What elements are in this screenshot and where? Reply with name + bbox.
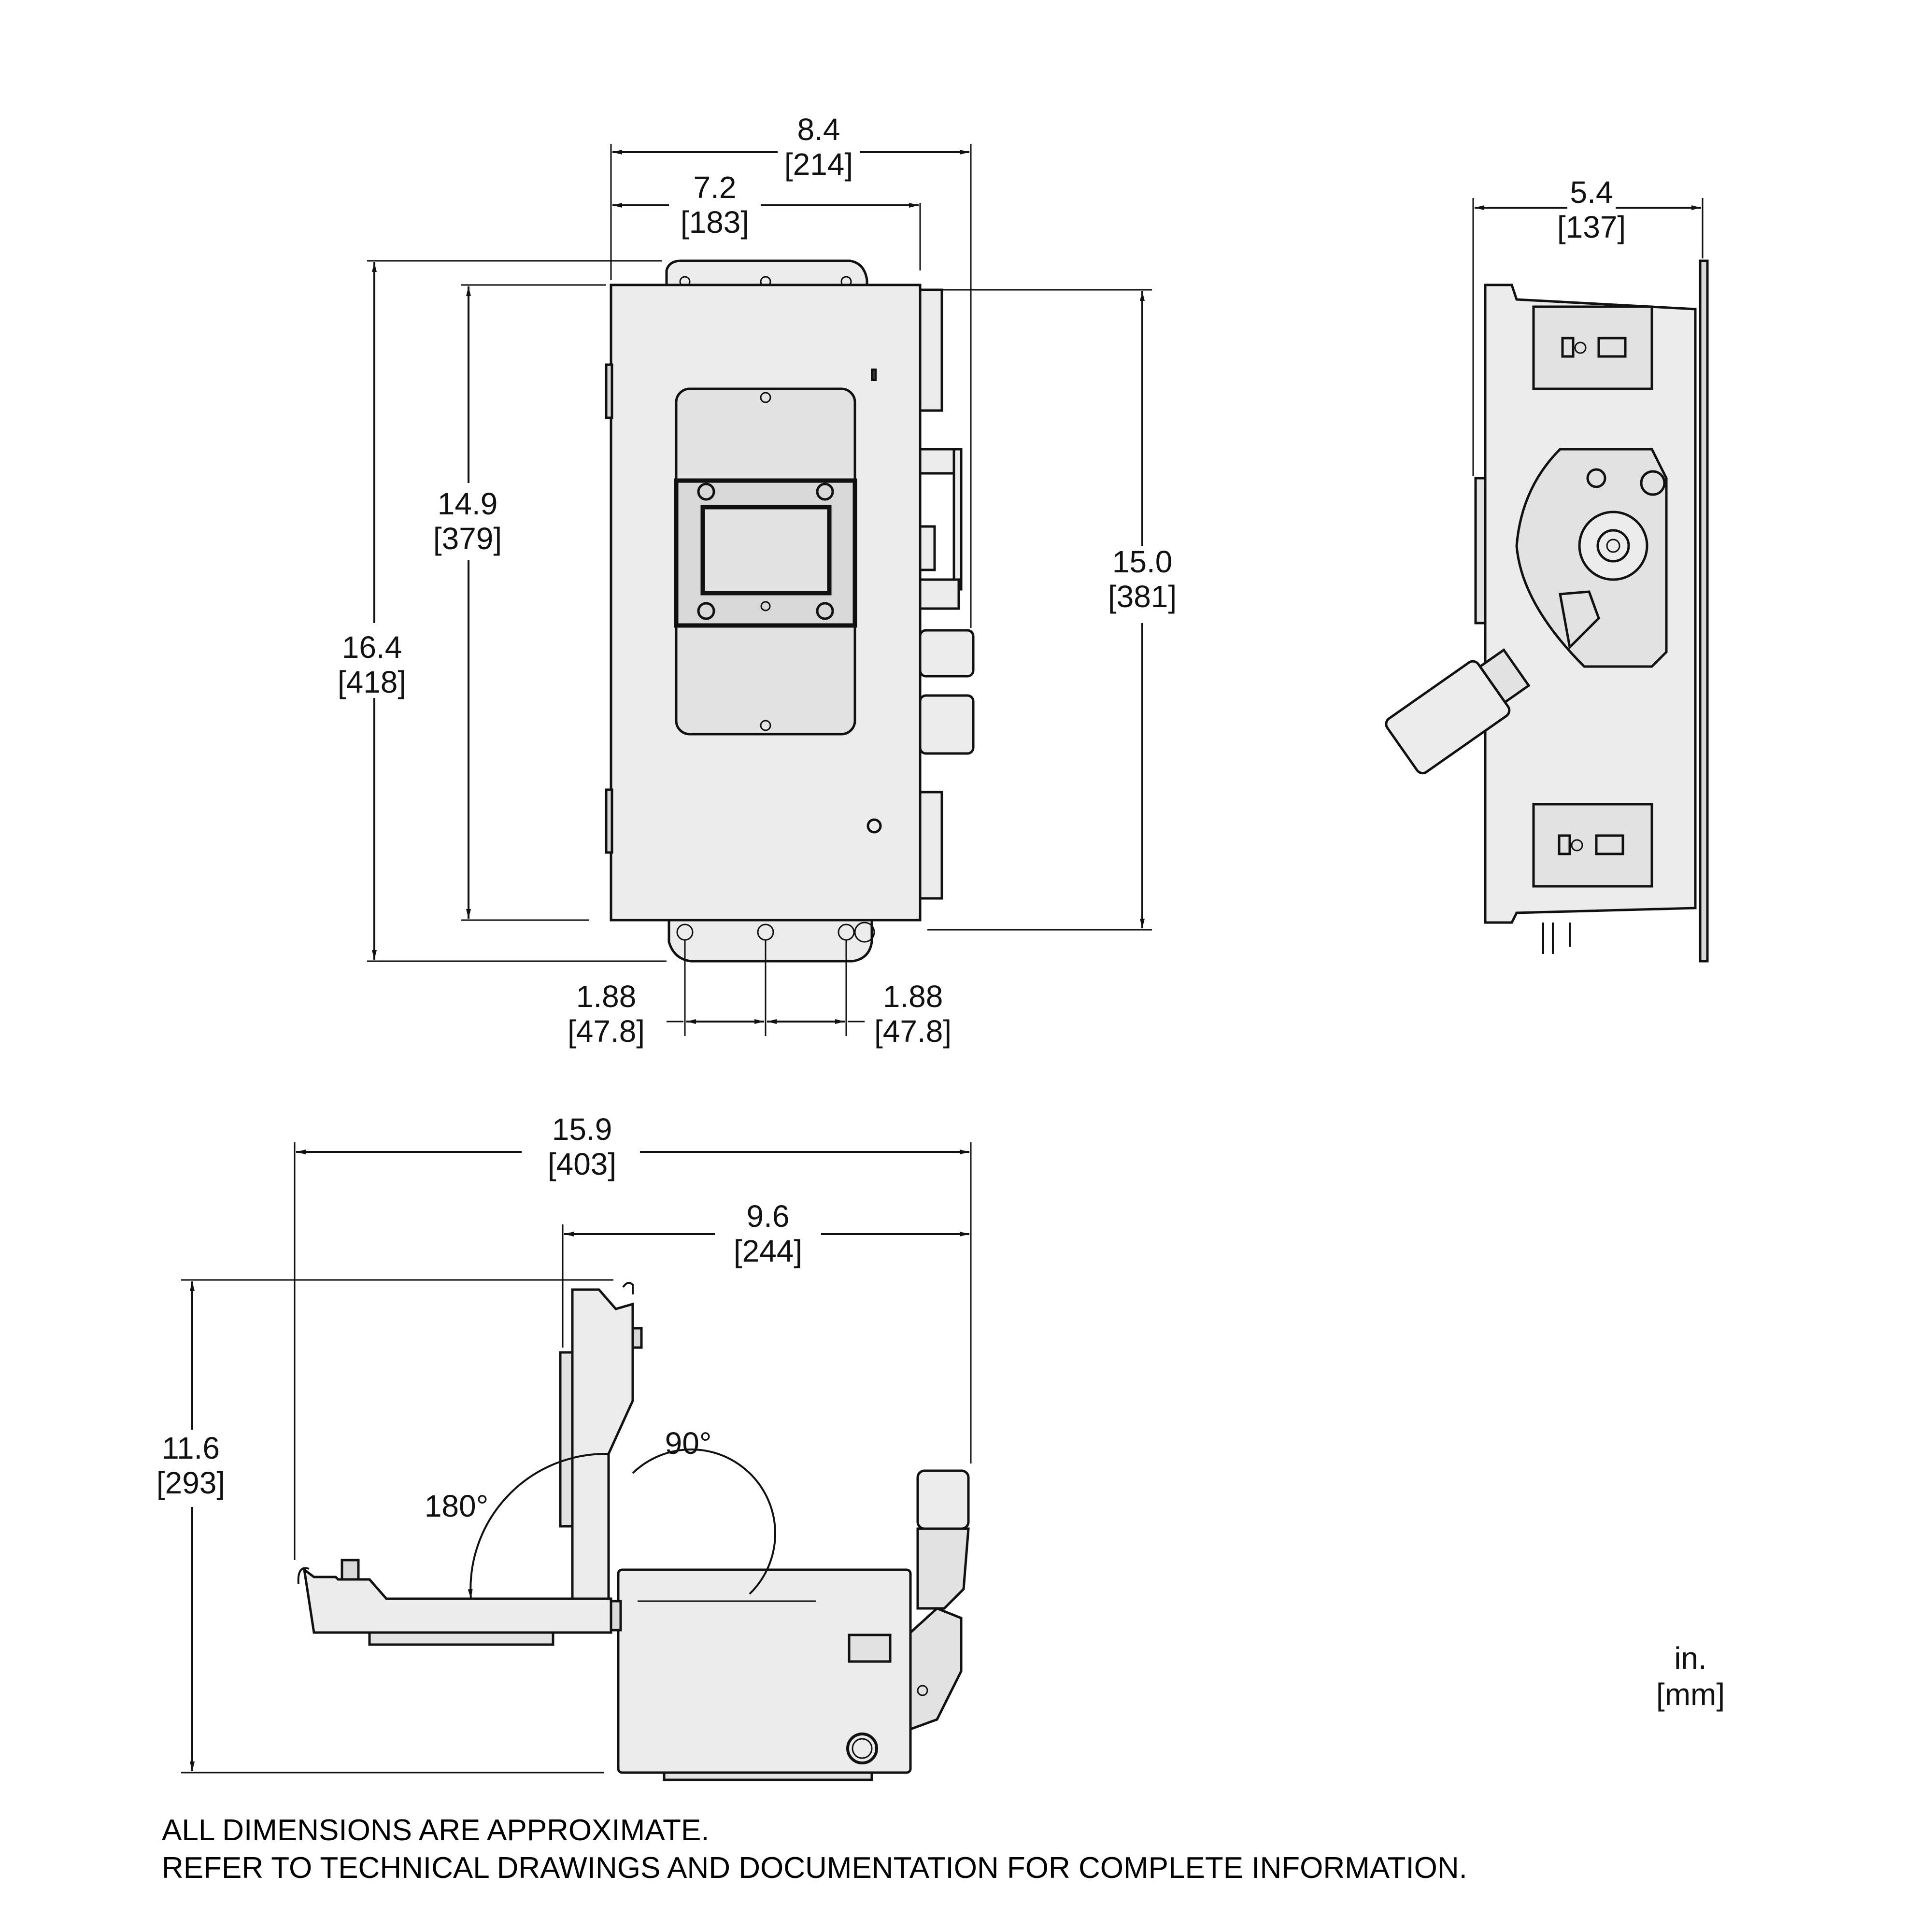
handle-window (700, 505, 832, 596)
door-180-gasket (368, 1631, 554, 1646)
dim-hole-spacing-left-in: 1.88 (576, 979, 637, 1014)
panel-screw-bottom (760, 720, 771, 731)
hinge-pin (610, 1600, 622, 1632)
bottom-flange (668, 919, 873, 963)
plate-screw-center (760, 601, 771, 611)
note-line-2: REFER TO TECHNICAL DRAWINGS AND DOCUMENT… (162, 1851, 1467, 1885)
handle-arm-lower (919, 578, 960, 610)
right-clamp-top (919, 288, 943, 412)
dim-top-width-90-mm: [244] (734, 1234, 802, 1268)
dim-height-overall-in: 16.4 (342, 630, 402, 665)
top-handle-cap (916, 1469, 970, 1530)
top-pilot-light (846, 1733, 878, 1764)
mechanism-cam (1578, 511, 1648, 581)
handle-link (1559, 590, 1600, 650)
door-edge (1474, 477, 1487, 625)
note-line-1: ALL DIMENSIONS ARE APPROXIMATE. (162, 1814, 710, 1847)
ground-screw (854, 922, 875, 943)
dim-width-box-mm: [183] (681, 205, 749, 240)
arc-180 (468, 1452, 609, 1599)
terminal-bottom-slot (1558, 834, 1571, 855)
terminal-bottom-lug (1595, 834, 1624, 855)
operator-handle-top (919, 629, 975, 678)
nameplate (848, 1634, 892, 1663)
plate-screw-tr (816, 483, 834, 501)
terminal-top-slot (1561, 337, 1575, 358)
terminal-top (1532, 305, 1653, 390)
plate-screw-bl (697, 602, 715, 620)
back-plate (1699, 259, 1709, 963)
pilot-light (867, 818, 882, 834)
angle-90-label: 90° (665, 1426, 712, 1461)
handle-shaft (952, 448, 963, 591)
indicator-slot (871, 369, 877, 381)
plate-screw-tl (697, 483, 715, 501)
dim-width-box-in: 7.2 (694, 170, 737, 205)
units-line-2: [mm] (1656, 1677, 1725, 1712)
enclosure-bottom-lip (663, 1771, 873, 1781)
dim-side-depth-mm: [137] (1557, 210, 1626, 244)
dim-top-width-90-in: 9.6 (747, 1199, 790, 1234)
door-90-gasket (559, 1351, 574, 1528)
terminal-bottom (1532, 803, 1653, 888)
dim-height-mounting-mm: [381] (1108, 579, 1177, 614)
dim-top-width-open-mm: [403] (548, 1147, 616, 1181)
dim-top-height-mm: [293] (156, 1465, 225, 1500)
dim-hole-spacing-right-mm: [47.8] (874, 1014, 952, 1049)
top-handle-pivot (917, 1685, 928, 1696)
terminal-top-screw (1574, 341, 1587, 354)
top-handle-link (909, 1607, 963, 1731)
dim-width-overall-mm: [214] (784, 147, 853, 182)
terminal-top-lug (1597, 337, 1627, 358)
terminal-bottom-screw (1571, 839, 1583, 852)
right-clamp-bottom (919, 791, 943, 900)
top-pilot-lens (852, 1738, 873, 1759)
dim-side-depth-in: 5.4 (1570, 175, 1613, 210)
door-180-knob (341, 1559, 360, 1581)
dim-height-overall-mm: [418] (338, 665, 406, 699)
front-view: 8.4 [214] 7.2 [183] 16.4 [418] 14.9 [379… (338, 112, 1177, 1049)
panel-screw-top (760, 392, 771, 403)
left-hinge-bottom (605, 788, 613, 854)
side-view: 5.4 [137] (1385, 175, 1709, 963)
dim-top-width-open-in: 15.9 (552, 1112, 612, 1147)
door-90-knob (631, 1327, 643, 1349)
door-open-90 (571, 1288, 634, 1603)
dim-height-box-in: 14.9 (438, 486, 498, 521)
top-flange (665, 259, 868, 286)
dim-hole-spacing-right-in: 1.88 (883, 979, 943, 1014)
mechanism-shaft (1606, 539, 1620, 553)
dim-width-overall-in: 8.4 (797, 112, 840, 147)
mechanism-screw (1640, 470, 1666, 496)
dim-height-box-mm: [379] (433, 521, 502, 556)
left-hinge-top (605, 363, 613, 419)
units-line-1: in. (1674, 1641, 1707, 1676)
dim-height-mounting-in: 15.0 (1112, 544, 1173, 579)
plate-screw-br (816, 602, 834, 620)
operator-handle-bottom (919, 694, 975, 755)
arc-90 (632, 1449, 776, 1595)
handle-bracket (919, 525, 936, 571)
side-handle-collar (1478, 648, 1531, 704)
top-handle-grip (916, 1527, 970, 1610)
dim-top-height-in: 11.6 (162, 1431, 220, 1465)
dim-hole-spacing-left-mm: [47.8] (568, 1014, 645, 1049)
top-view: 90° 180° 15.9 [403] 9.6 [244] 11.6 [293] (156, 1112, 972, 1781)
enclosure-top (617, 1568, 912, 1774)
angle-180-label: 180° (425, 1489, 488, 1523)
mechanism-pin (1586, 468, 1606, 488)
mechanism-hub (1596, 529, 1630, 563)
